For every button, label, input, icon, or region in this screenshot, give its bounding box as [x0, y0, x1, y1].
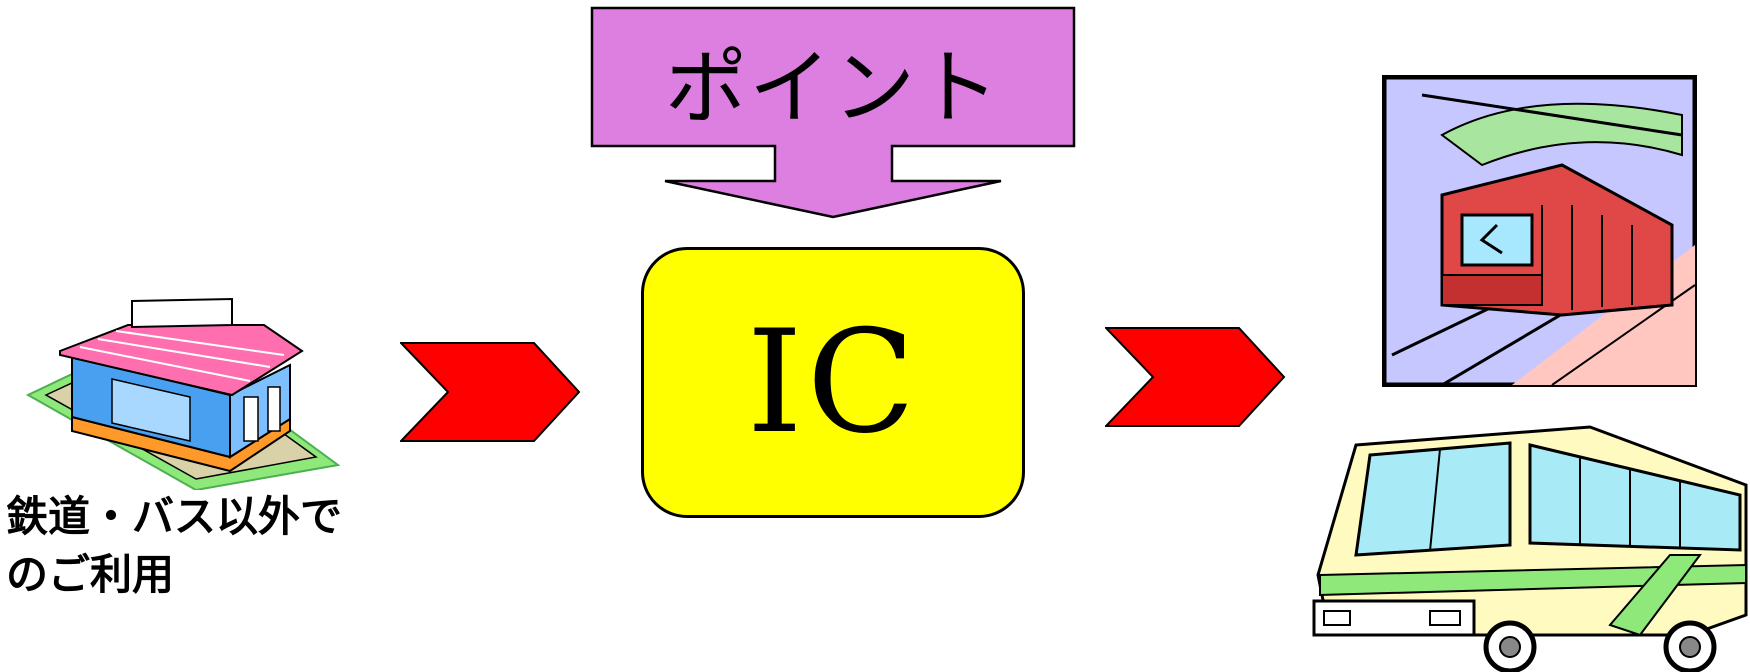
ic-box: IC: [641, 247, 1025, 518]
bus-icon: [1312, 425, 1748, 672]
ic-label: IC: [746, 299, 920, 465]
train-icon: [1382, 75, 1697, 387]
shop-caption: 鉄道・バス以外で のご利用: [6, 492, 343, 599]
store-icon: [25, 297, 341, 490]
point-arrow-shape: [590, 6, 1076, 219]
chevron-arrow-right-icon: [1105, 327, 1286, 427]
point-label: ポイント: [664, 40, 1001, 136]
chevron-arrow-left-icon: [400, 342, 581, 442]
